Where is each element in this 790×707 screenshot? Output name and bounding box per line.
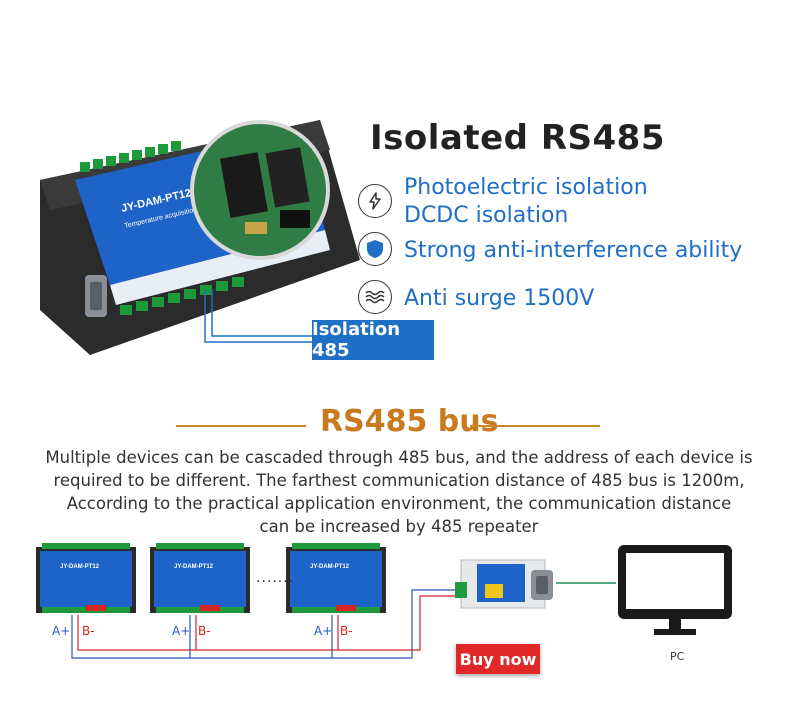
a-plus-label: A+: [172, 624, 191, 638]
b-minus-label: B-: [340, 624, 353, 638]
divider-right: [470, 425, 600, 427]
a-plus-label: A+: [52, 624, 71, 638]
bus-description: Multiple devices can be cascaded through…: [30, 446, 768, 538]
bus-wiring: [71, 582, 616, 659]
feature-dcdc: DCDC isolation: [404, 203, 569, 228]
rs485-module-3: JY-DAM-PT12: [286, 543, 386, 613]
rs485-module-1: JY-DAM-PT12: [36, 543, 136, 613]
device-photo: JY-DAM-PT12 Temperature acquisition: [40, 120, 360, 355]
feature-photoelectric: Photoelectric isolation: [404, 175, 648, 200]
description-line: can be increased by 485 repeater: [259, 517, 539, 536]
buy-now-button[interactable]: Buy now: [456, 644, 540, 674]
surge-icon: [358, 280, 392, 314]
more-devices-ellipsis: .......: [256, 570, 295, 586]
bus-title: RS485 bus: [320, 404, 499, 439]
rs485-module-2: JY-DAM-PT12: [150, 543, 250, 613]
description-line: required to be different. The farthest c…: [53, 471, 745, 490]
hero-title: Isolated RS485: [370, 118, 665, 158]
isolation-485-badge: Isolation 485: [312, 319, 434, 361]
module-label: JY-DAM-PT12: [60, 564, 100, 570]
divider-left: [176, 425, 306, 427]
description-line: Multiple devices can be cascaded through…: [45, 448, 753, 467]
b-minus-label: B-: [198, 624, 211, 638]
pc-monitor-icon: [618, 545, 732, 635]
lightning-icon: [358, 184, 392, 218]
description-line: According to the practical application e…: [66, 494, 732, 513]
pc-label: PC: [670, 650, 685, 663]
feature-anti-surge: Anti surge 1500V: [404, 286, 595, 311]
shield-icon: [358, 232, 392, 266]
module-label: JY-DAM-PT12: [174, 564, 214, 570]
rs485-repeater: [455, 559, 553, 609]
module-label: JY-DAM-PT12: [310, 564, 350, 570]
a-plus-label: A+: [314, 624, 333, 638]
b-minus-label: B-: [82, 624, 95, 638]
feature-anti-interference: Strong anti-interference ability: [404, 238, 743, 263]
